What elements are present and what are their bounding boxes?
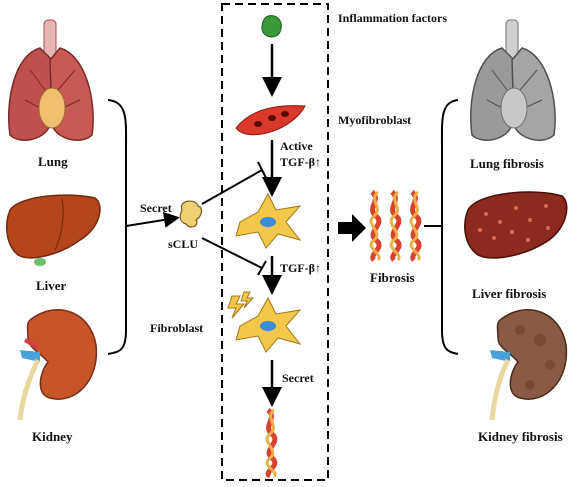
- inhibit-line-1: [201, 169, 263, 205]
- kidney-label: Kidney: [32, 429, 73, 444]
- activated-fibroblast-icon: [235, 296, 302, 353]
- active-label: Active: [280, 139, 313, 153]
- tgf-label-2: TGF-β↑: [280, 261, 321, 275]
- lung-fibrosis-label: Lung fibrosis: [470, 156, 544, 171]
- myofibroblast-icon: [235, 105, 306, 136]
- fibroblast-cell-icon: [235, 192, 302, 249]
- inflammation-factor-icon: [261, 15, 282, 38]
- process-box: [221, 3, 329, 481]
- lung-label: Lung: [38, 154, 68, 169]
- fibrosis-arrow: [338, 214, 366, 242]
- inhibit-bar-2: [257, 260, 267, 276]
- kidney-fibrosis-label: Kidney fibrosis: [478, 429, 563, 444]
- lightning-icon: [227, 295, 246, 319]
- liver-image: [5, 194, 101, 266]
- tgf-label-1: TGF-β↑: [280, 155, 321, 169]
- lightning-icon-2: [240, 291, 255, 309]
- sclu-label: sCLU: [168, 237, 198, 251]
- inhibit-bar-1: [257, 161, 267, 179]
- fibroblast-label: Fibroblast: [150, 321, 203, 335]
- fibrotic-kidney-image: [489, 309, 568, 421]
- liver-fibrosis-label: Liver fibrosis: [472, 286, 546, 301]
- fibrotic-liver-image: [464, 191, 568, 259]
- myofibroblast-label: Myofibroblast: [338, 113, 411, 127]
- secret-left-label: Secret: [140, 201, 172, 215]
- sclu-icon: [179, 200, 203, 228]
- left-bracket: [107, 99, 128, 355]
- fibrotic-lung-image: [470, 19, 556, 141]
- collagen-fiber-icon: [265, 408, 278, 479]
- liver-label: Liver: [36, 278, 67, 293]
- inhibit-line-2: [201, 237, 263, 269]
- inflammation-label: Inflammation factors: [338, 11, 447, 25]
- right-bracket: [440, 99, 459, 355]
- fibrosis-fibers-icon: [369, 190, 422, 262]
- fibrosis-label: Fibrosis: [370, 270, 415, 285]
- lung-image: [8, 19, 94, 141]
- secret-arrow: [125, 211, 180, 228]
- kidney-image: [17, 309, 98, 421]
- secret-bottom-label: Secret: [282, 371, 314, 385]
